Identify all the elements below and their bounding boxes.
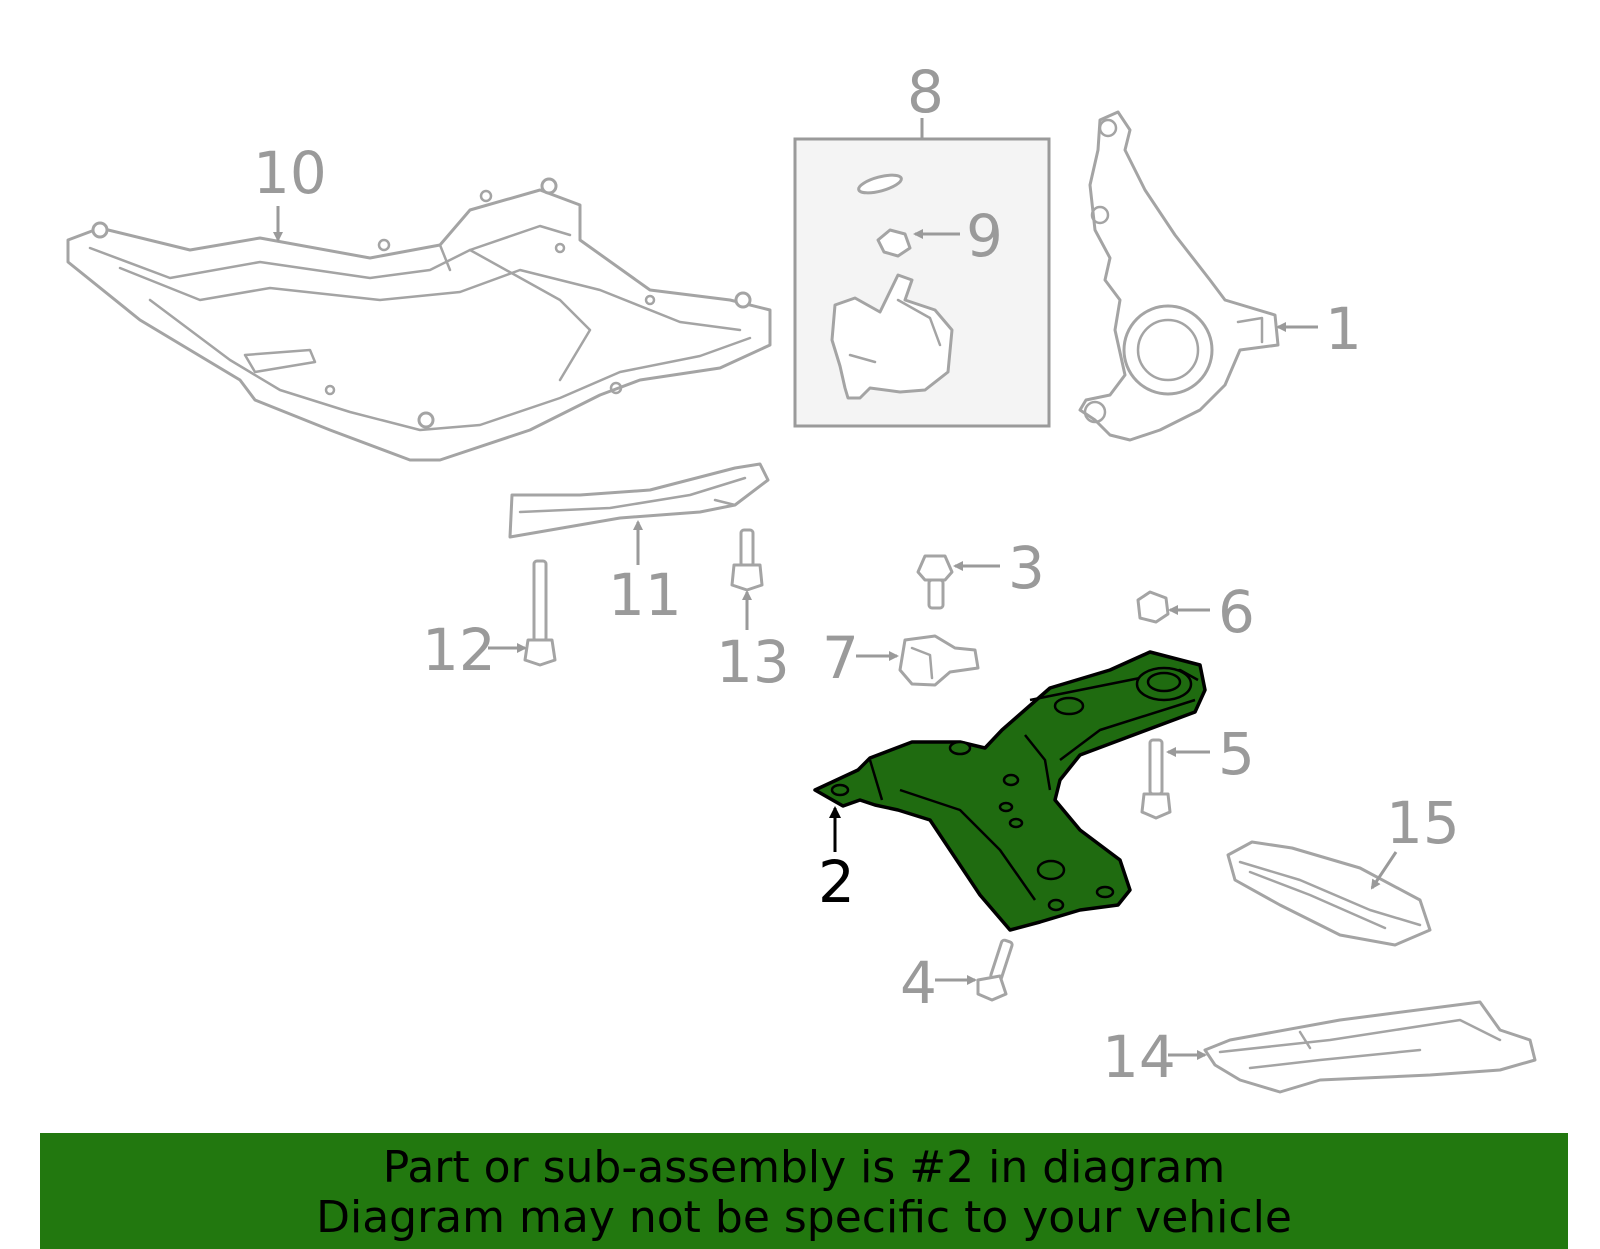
bushing-part-7 [898, 634, 980, 687]
callout-number-15: 15 [1386, 789, 1460, 857]
subframe-part-10 [66, 177, 772, 462]
callout-13: 13 [716, 590, 790, 696]
callout-number-12: 12 [422, 616, 496, 684]
callout-number-5: 5 [1218, 720, 1255, 788]
lower-control-arm-part-2 [813, 650, 1207, 932]
banner-line-2: Diagram may not be specific to your vehi… [316, 1192, 1292, 1243]
callout-4: 4 [900, 949, 977, 1017]
callout-14: 14 [1102, 1023, 1207, 1091]
bolt-part-12 [523, 559, 557, 667]
callout-7: 7 [822, 624, 899, 692]
callout-number-2: 2 [818, 848, 855, 916]
callout-number-8: 8 [907, 58, 944, 126]
banner-line-1: Part or sub-assembly is #2 in diagram [382, 1142, 1226, 1193]
callout-number-11: 11 [608, 561, 682, 629]
brace-part-11 [508, 462, 770, 539]
nut-part-9 [876, 228, 912, 258]
callout-number-14: 14 [1102, 1023, 1176, 1091]
callout-number-10: 10 [253, 139, 327, 207]
callout-2: 2 [818, 806, 855, 916]
callout-10: 10 [253, 139, 327, 242]
callout-9: 9 [913, 202, 1003, 270]
callout-6: 6 [1168, 578, 1255, 646]
bolt-part-3 [916, 554, 954, 610]
nut-part-6 [1136, 590, 1170, 624]
steering-knuckle-part-1 [1078, 110, 1280, 442]
callout-number-1: 1 [1325, 295, 1362, 363]
callout-3: 3 [953, 534, 1045, 602]
callout-5: 5 [1166, 720, 1255, 788]
callout-number-4: 4 [900, 949, 937, 1017]
bolt-part-13 [730, 528, 764, 592]
ball-joint-kit-box-part-8 [793, 118, 1051, 428]
callout-number-13: 13 [716, 628, 790, 696]
bolt-part-4 [976, 938, 1014, 1002]
callout-12: 12 [422, 616, 527, 684]
callout-1: 1 [1276, 295, 1362, 363]
callout-number-9: 9 [966, 202, 1003, 270]
callout-11: 11 [608, 520, 682, 629]
callout-number-3: 3 [1008, 534, 1045, 602]
callout-8: 8 [907, 58, 944, 126]
callout-number-6: 6 [1218, 578, 1255, 646]
callout-15: 15 [1370, 789, 1460, 890]
bolt-part-5 [1140, 738, 1172, 820]
info-banner: Part or sub-assembly is #2 in diagram Di… [40, 1133, 1568, 1249]
callout-number-7: 7 [822, 624, 859, 692]
shield-part-15 [1226, 840, 1432, 947]
shield-part-14 [1203, 1000, 1537, 1094]
